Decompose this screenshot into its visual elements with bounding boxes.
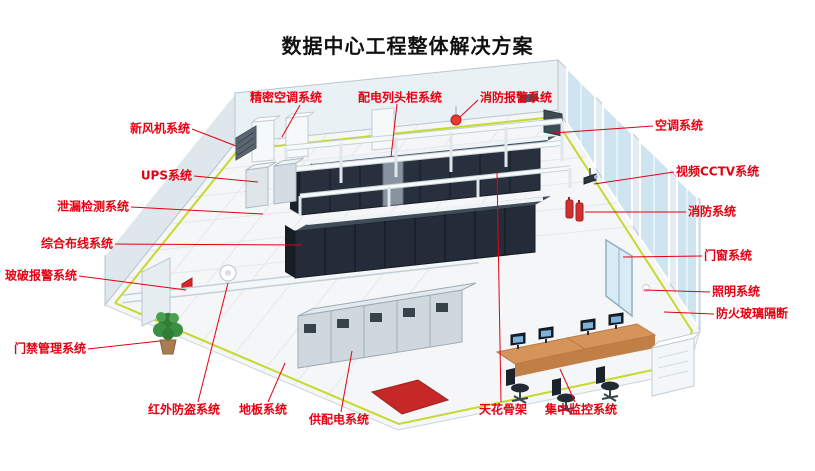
monitors xyxy=(510,312,624,349)
precision-ac-unit xyxy=(371,107,395,151)
fire-extinguisher-icon xyxy=(575,202,584,222)
plant-pot xyxy=(159,339,177,355)
monitoring-desks xyxy=(495,312,657,377)
leader-line-ups xyxy=(193,175,259,183)
back-wall-vent-icon xyxy=(520,93,538,103)
leader-line-xielou-jiance xyxy=(130,206,264,215)
desk-apron xyxy=(585,335,655,362)
leader-line-menjin-guanli xyxy=(87,340,161,350)
desk-surface xyxy=(565,323,657,350)
rack-row-side xyxy=(285,225,295,278)
infrared-detector-lens xyxy=(225,270,231,276)
leader-line-xinfengji xyxy=(191,128,237,147)
rack-top-tray xyxy=(306,197,544,225)
ups-cabinet xyxy=(245,166,269,209)
leader-line-tianhua-gujia xyxy=(496,171,502,403)
leader-line-diban xyxy=(267,362,286,403)
window-mullions xyxy=(580,82,688,311)
fresh-air-fan-unit xyxy=(235,125,257,161)
cable-tray xyxy=(121,256,479,302)
power-distribution-cabinets xyxy=(297,282,477,369)
ceiling-posts-front xyxy=(298,168,572,216)
ups-cabinet-top xyxy=(273,157,305,167)
floor-ac-unit xyxy=(650,331,702,397)
row-head-power-cabinet xyxy=(382,158,404,207)
precision-ac-unit xyxy=(285,115,309,159)
leader-line-menchuang xyxy=(622,255,703,258)
leader-line-zhaoming xyxy=(643,289,711,293)
leader-line-kongtiao xyxy=(552,125,654,134)
leader-line-bopo-baojing xyxy=(78,275,187,291)
fire-extinguishers xyxy=(565,197,584,222)
office-chair xyxy=(552,378,575,414)
fire-alarm-sprinkler-icon xyxy=(450,114,462,126)
red-carpet xyxy=(370,379,450,415)
server-rack-row-front xyxy=(285,196,551,279)
left-wall-top-edge xyxy=(104,92,236,256)
precision-ac-unit-top xyxy=(251,115,281,123)
ups-cabinets xyxy=(245,157,305,209)
leader-line-jingmi-kongtiao xyxy=(281,104,301,138)
desk-apron xyxy=(515,349,585,377)
cabinet-row-top xyxy=(297,282,477,317)
leader-line-fanghuo-boli xyxy=(663,311,715,315)
ups-cabinet xyxy=(273,162,297,205)
office-chairs xyxy=(506,366,619,414)
ups-cabinet-top xyxy=(245,161,277,171)
office-chair xyxy=(506,368,529,404)
leader-line-shipin-cctv xyxy=(593,171,675,185)
rack-seams xyxy=(324,208,506,275)
leader-line-jizhong-jiankong xyxy=(559,368,576,403)
cctv-camera-icon xyxy=(583,168,598,185)
fire-extinguisher-icon xyxy=(565,199,574,219)
potted-plant xyxy=(153,312,183,355)
rack-top-tray xyxy=(311,136,549,164)
cabinet-seams xyxy=(330,295,431,363)
leader-lines-layer xyxy=(78,99,715,413)
ceiling-frame xyxy=(284,118,572,216)
leader-line-xiaofang-baojing xyxy=(459,99,479,118)
leader-line-peidian-lietougui xyxy=(390,103,398,158)
leader-line-zonghe-buxian xyxy=(114,243,303,246)
cabinet-panels xyxy=(304,303,448,333)
leader-line-hongwai-fangdao xyxy=(197,282,229,403)
leader-line-gongpeidian xyxy=(340,350,353,413)
office-chair xyxy=(596,366,619,402)
page-title: 数据中心工程整体解决方案 xyxy=(281,34,534,58)
